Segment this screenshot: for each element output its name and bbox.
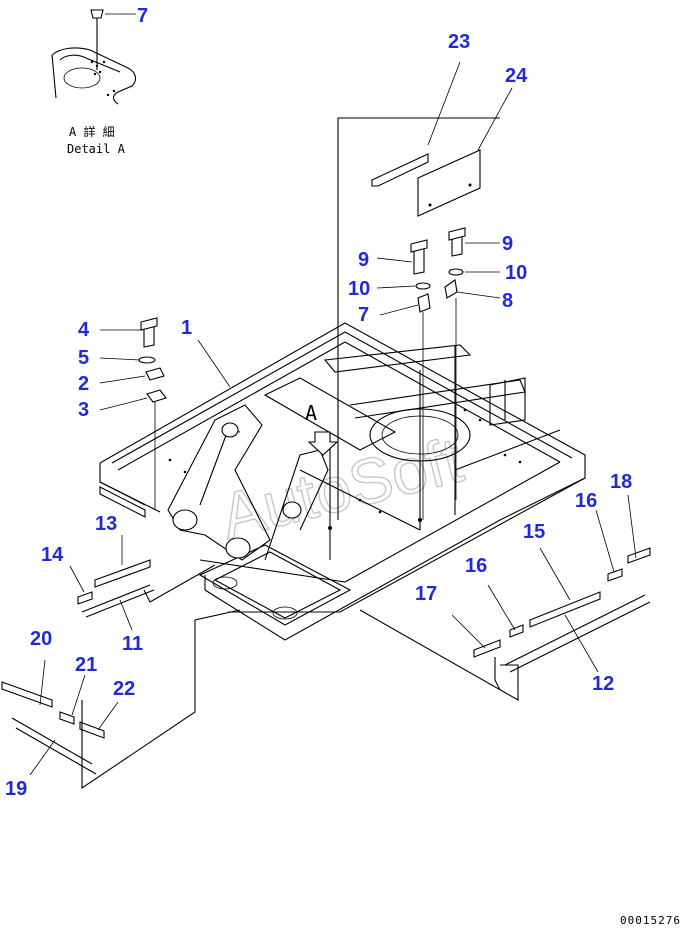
callout-8: 8 <box>502 290 513 312</box>
detail-a-label-en: Detail A <box>67 142 126 156</box>
callout-15: 15 <box>523 521 545 543</box>
view-arrow-a: A <box>305 401 339 456</box>
callout-18: 18 <box>610 471 632 493</box>
callout-11: 11 <box>122 633 143 655</box>
strips-11-12-13 <box>69 535 216 631</box>
callout-24: 24 <box>505 65 528 87</box>
callout-2: 2 <box>78 373 89 395</box>
callout-23: 23 <box>448 31 470 53</box>
callout-12: 13 <box>95 513 117 535</box>
callout-20: 20 <box>30 628 52 650</box>
leader-1 <box>197 339 231 388</box>
watermark: AutoSoft <box>214 423 470 552</box>
strips-14-18 <box>359 494 651 701</box>
parts-23-24 <box>371 61 513 217</box>
callout-labels: 7 23 24 9 9 10 10 7 8 4 1 5 2 3 18 16 15… <box>5 5 632 800</box>
callout-16a: 16 <box>575 490 597 512</box>
callout-9a: 9 <box>358 249 369 271</box>
callout-10b: 10 <box>505 262 527 284</box>
callout-22: 22 <box>113 678 135 700</box>
callout-16b: 16 <box>465 555 487 577</box>
document-number: 00015276 <box>620 914 681 927</box>
callout-10a: 10 <box>348 278 370 300</box>
callout-6: 7 <box>137 5 148 27</box>
detail-a-leader <box>337 117 500 520</box>
fastener-group-left <box>99 317 167 510</box>
callout-3: 3 <box>78 399 89 421</box>
callout-7: 7 <box>358 304 369 326</box>
callout-17: 17 <box>415 583 437 605</box>
callout-14: 12 <box>592 673 614 695</box>
callout-19: 19 <box>5 778 27 800</box>
fastener-group-right <box>376 227 501 520</box>
callout-21: 21 <box>75 654 97 676</box>
callout-1: 1 <box>181 317 192 339</box>
strips-19-22 <box>1 609 241 790</box>
view-marker-label: A <box>305 401 317 425</box>
callout-13: 14 <box>41 544 64 566</box>
revolving-frame <box>99 322 586 641</box>
detail-a-label-jp: A 詳 細 <box>69 124 115 139</box>
detail-a-view: A 詳 細 Detail A <box>51 9 137 156</box>
callout-9b: 9 <box>502 233 513 255</box>
callout-5: 5 <box>78 347 89 369</box>
callout-4: 4 <box>78 319 90 341</box>
